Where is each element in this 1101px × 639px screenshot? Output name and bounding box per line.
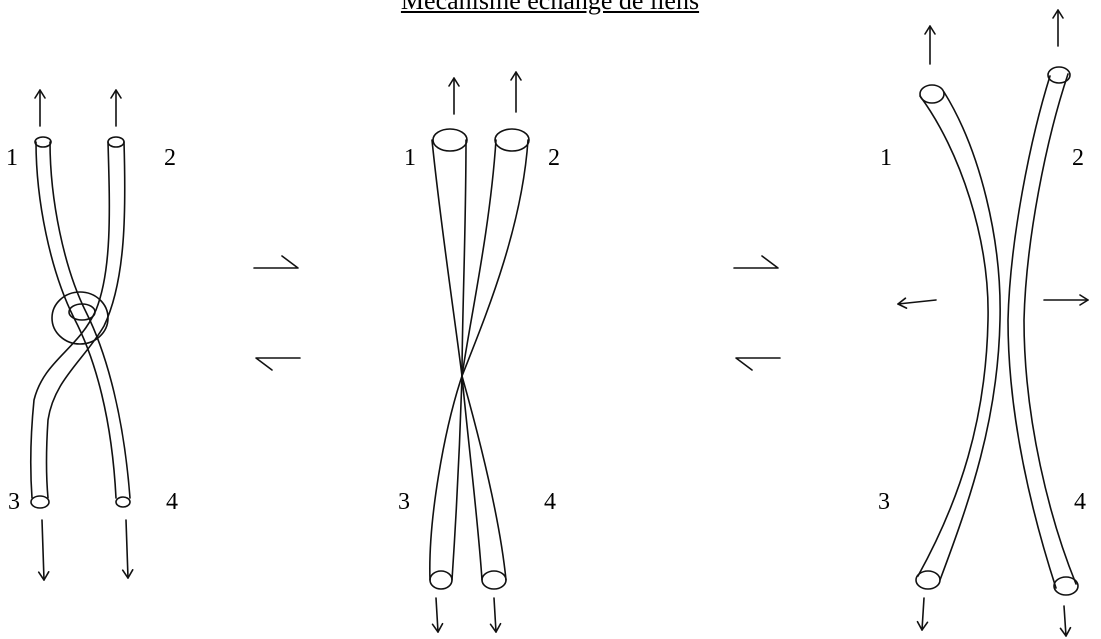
cap-4: [115, 496, 131, 508]
panel-3-strands: [897, 9, 1089, 637]
strand-1-edge-a: [431, 139, 463, 377]
panel-1-label-4: 4: [166, 489, 178, 515]
panel-3-label-4: 4: [1074, 489, 1086, 515]
left-tube-outer: [917, 95, 989, 577]
cap-2: [107, 136, 125, 148]
panel-3-label-2: 2: [1072, 145, 1084, 171]
cap-1: [432, 128, 468, 152]
right-tube-inner: [1023, 73, 1077, 585]
panel-1-strands: [29, 89, 134, 581]
left-tube-inner: [939, 91, 1001, 581]
cap-3: [429, 570, 453, 590]
panel-2-strands: [429, 71, 530, 633]
cap-4: [1053, 576, 1079, 596]
strand-1-4-edge-b: [49, 141, 131, 499]
strand-1-edge-b: [461, 139, 467, 377]
push-arrow-left: [897, 297, 937, 309]
cap-3: [30, 495, 50, 509]
pull-arrow-3: [37, 519, 50, 581]
panel-3-label-3: 3: [878, 489, 890, 515]
strand-3-edge-a: [429, 375, 463, 581]
reverse-half-arrow-1: [255, 357, 301, 371]
pull-arrow-3: [431, 597, 444, 633]
pull-arrow-4: [1059, 605, 1072, 637]
cap-1: [919, 84, 945, 104]
cap-3: [915, 570, 941, 590]
forward-half-arrow-2: [733, 255, 779, 269]
pull-arrow-4: [121, 519, 134, 579]
strand-2-3-edge-b: [45, 141, 126, 499]
strand-4-edge-a: [461, 375, 483, 581]
strand-1-4-edge-a: [35, 141, 117, 499]
strand-3-edge-b: [451, 375, 463, 581]
panel-2-label-3: 3: [398, 489, 410, 515]
crossing-loop: [51, 291, 109, 345]
strand-2-edge-a: [461, 139, 497, 377]
diagram-title: Mécanisme échange de liens: [400, 0, 700, 15]
cap-2: [1047, 66, 1071, 84]
strand-4-edge-b: [461, 375, 507, 581]
cap-2: [494, 128, 530, 152]
cap-4: [481, 570, 507, 590]
strand-2-edge-b: [461, 139, 529, 377]
panel-1-label-1: 1: [6, 145, 18, 171]
panel-2-label-4: 4: [544, 489, 556, 515]
forward-half-arrow-1: [253, 255, 299, 269]
panel-1-label-3: 3: [8, 489, 20, 515]
crossing-hole: [68, 303, 96, 321]
panel-2-label-1: 1: [404, 145, 416, 171]
pull-arrow-3: [916, 597, 929, 631]
panel-3-label-1: 1: [880, 145, 892, 171]
strand-2-3-edge-a: [29, 141, 111, 499]
equilibrium-arrows-2: [733, 255, 781, 371]
panel-2-label-2: 2: [548, 145, 560, 171]
panel-1-label-2: 2: [164, 145, 176, 171]
right-tube-outer: [1007, 75, 1057, 589]
equilibrium-arrows-1: [253, 255, 301, 371]
reverse-half-arrow-2: [735, 357, 781, 371]
pull-arrow-4: [489, 597, 502, 633]
cap-1: [34, 136, 52, 148]
